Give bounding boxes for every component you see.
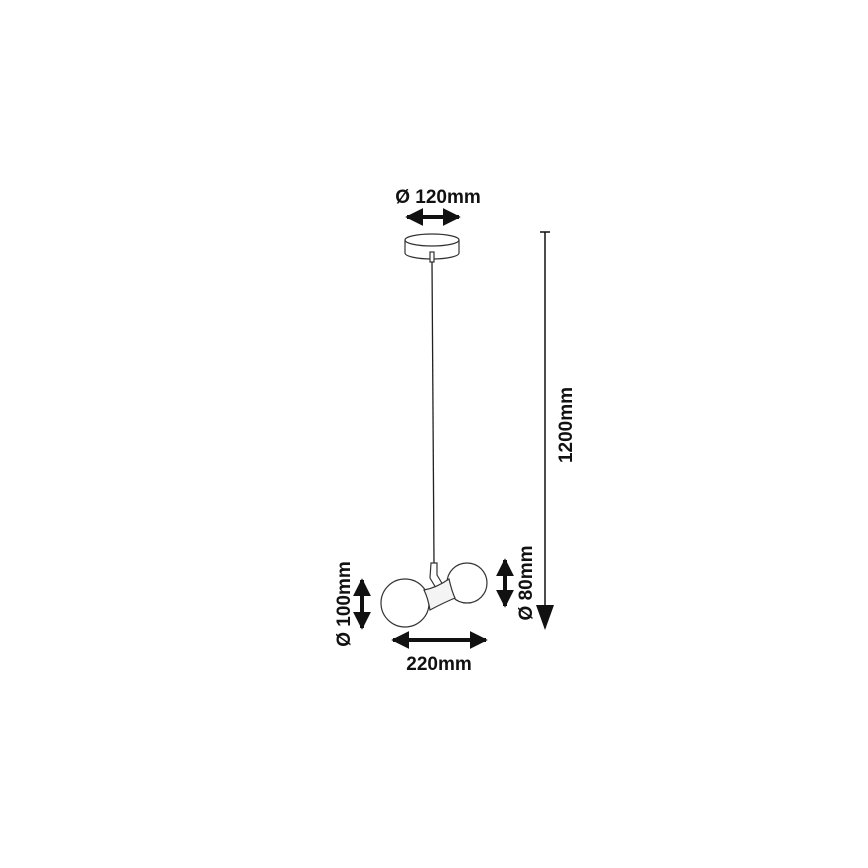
large-bulb-diameter-label: Ø 100mm — [334, 561, 355, 647]
socket-holder — [423, 578, 456, 611]
ceiling-canopy — [404, 233, 460, 263]
height-label: 1200mm — [556, 387, 577, 463]
large-bulb — [380, 578, 430, 628]
width-label: 220mm — [406, 654, 472, 675]
canopy-diameter-label: Ø 120mm — [395, 187, 481, 208]
suspension-cord — [431, 261, 435, 564]
height-arrow-head — [536, 605, 554, 630]
lamp-fixture — [380, 562, 488, 628]
small-bulb-diameter-label: Ø 80mm — [516, 546, 537, 621]
